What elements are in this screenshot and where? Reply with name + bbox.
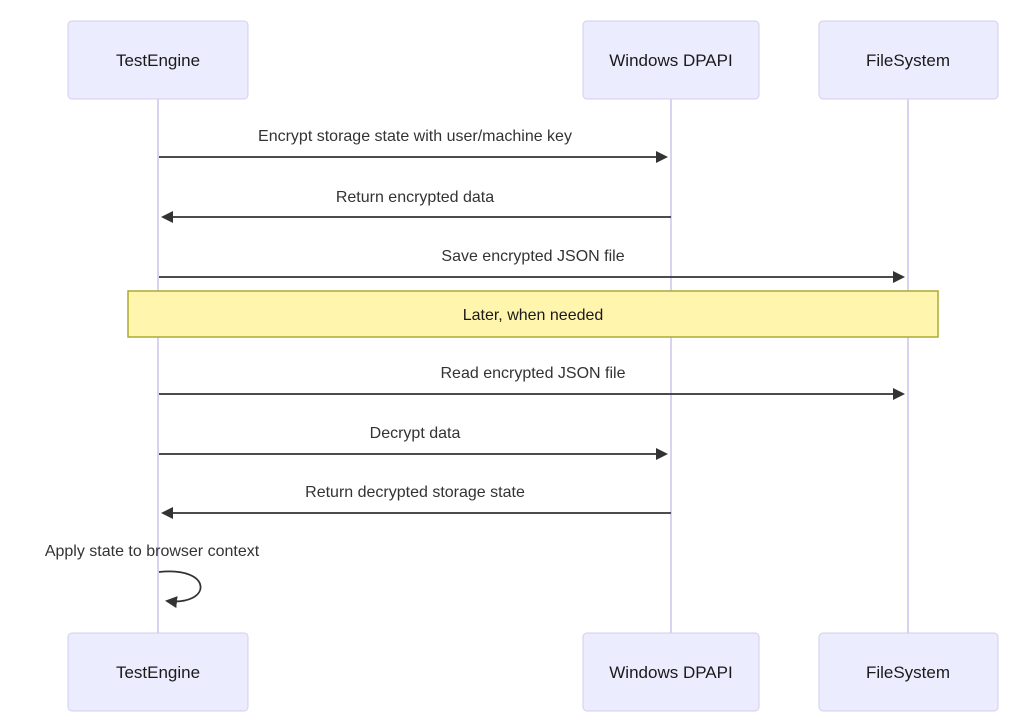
actor-top-filesystem: FileSystem — [818, 20, 999, 100]
message-read-encrypted-json: Read encrypted JSON file — [159, 365, 905, 400]
actor-bottom-filesystem: FileSystem — [818, 632, 999, 712]
actor-label: TestEngine — [116, 51, 200, 70]
actor-box — [818, 632, 999, 712]
message-save-encrypted-json: Save encrypted JSON file — [159, 248, 905, 283]
message-label: Decrypt data — [370, 425, 461, 442]
message-apply-state-self-loop: Apply state to browser context — [45, 543, 260, 609]
message-return-decrypted-state: Return decrypted storage state — [161, 484, 671, 519]
actor-box — [582, 632, 760, 712]
note-label: Later, when needed — [463, 307, 604, 324]
actor-label: Windows DPAPI — [609, 51, 732, 70]
actor-top-windows-dpapi: Windows DPAPI — [582, 20, 760, 100]
message-decrypt-data: Decrypt data — [159, 425, 668, 460]
actor-label: FileSystem — [866, 663, 950, 682]
message-label: Encrypt storage state with user/machine … — [258, 128, 572, 145]
message-encrypt-storage-state: Encrypt storage state with user/machine … — [159, 128, 668, 163]
actor-label: TestEngine — [116, 663, 200, 682]
note-box — [127, 290, 939, 338]
message-label: Save encrypted JSON file — [441, 248, 624, 265]
actor-box — [67, 632, 249, 712]
actor-label: Windows DPAPI — [609, 663, 732, 682]
actor-box — [67, 20, 249, 100]
message-label: Read encrypted JSON file — [441, 365, 626, 382]
actor-box — [818, 20, 999, 100]
message-label: Return encrypted data — [336, 189, 494, 206]
actor-top-testengine: TestEngine — [67, 20, 249, 100]
note-later-when-needed: Later, when needed — [127, 290, 939, 338]
actor-bottom-windows-dpapi: Windows DPAPI — [582, 632, 760, 712]
message-return-encrypted-data: Return encrypted data — [161, 189, 671, 223]
self-loop-arrow — [158, 570, 202, 609]
actor-bottom-testengine: TestEngine — [67, 632, 249, 712]
actor-label: FileSystem — [866, 51, 950, 70]
message-label: Apply state to browser context — [45, 543, 260, 560]
actor-box — [582, 20, 760, 100]
message-label: Return decrypted storage state — [305, 484, 525, 501]
